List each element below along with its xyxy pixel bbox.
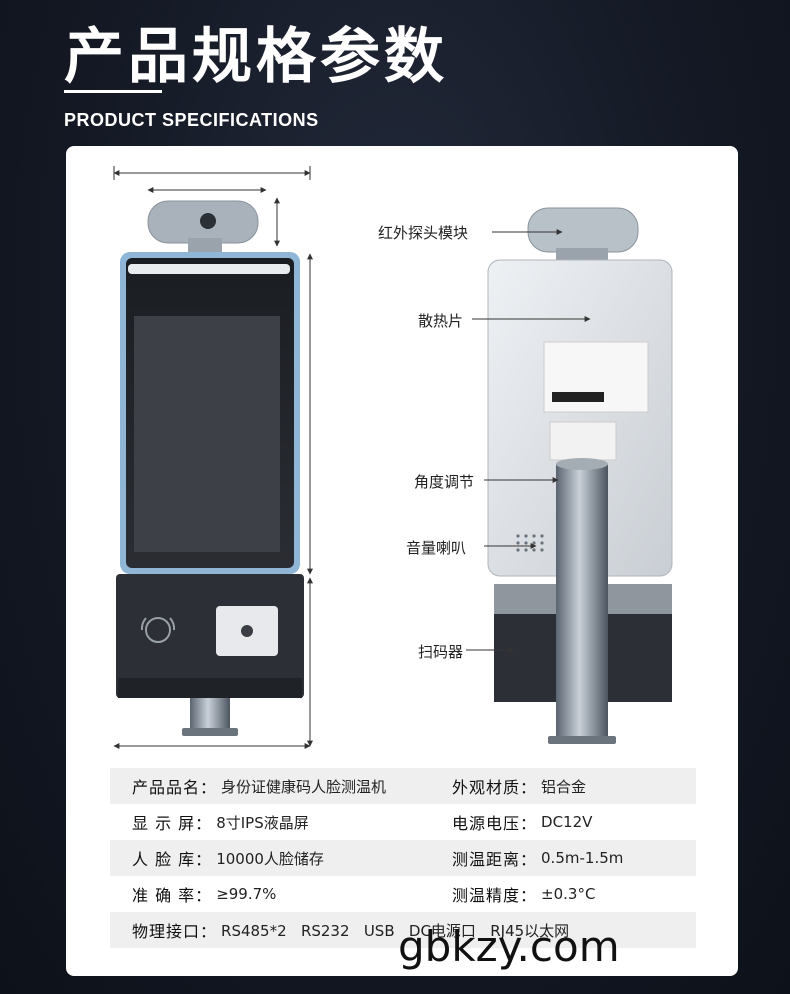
spec-card: 红外探头模块 散热片 角度调节 音量喇叭 扫码器 产品品名：身份证健康码人脸测温… xyxy=(66,146,738,976)
spec-label: 物理接口： xyxy=(132,922,218,941)
spec-value: 身份证健康码人脸测温机 xyxy=(221,777,387,796)
callout-ir-module: 红外探头模块 xyxy=(378,224,469,242)
spec-value: RS485*2 RS232 USB DC电源口 RJ45以太网 xyxy=(221,921,570,940)
spec-label: 准 确 率： xyxy=(132,886,213,905)
callout-arrows xyxy=(466,229,591,653)
back-device-illustration xyxy=(487,207,673,744)
spec-label: 外观材质： xyxy=(452,778,538,797)
spec-row: 显 示 屏：8寸IPS液晶屏 电源电压：DC12V xyxy=(110,804,696,840)
spec-value: 铝合金 xyxy=(541,777,587,796)
spec-row-interfaces: 物理接口：RS485*2 RS232 USB DC电源口 RJ45以太网 xyxy=(110,912,696,948)
spec-value: 10000人脸储存 xyxy=(216,849,324,868)
title-underline xyxy=(64,90,162,93)
spec-label: 测温精度： xyxy=(452,886,538,905)
spec-row: 准 确 率：≥99.7% 测温精度：±0.3°C xyxy=(110,876,696,912)
spec-value: DC12V xyxy=(541,813,593,831)
spec-value: 0.5m-1.5m xyxy=(541,849,624,867)
spec-row: 人 脸 库：10000人脸储存 测温距离：0.5m-1.5m xyxy=(110,840,696,876)
spec-label: 电源电压： xyxy=(452,814,538,833)
callout-angle-adjust: 角度调节 xyxy=(414,473,475,491)
spec-value: 8寸IPS液晶屏 xyxy=(216,813,309,832)
spec-row: 产品品名：身份证健康码人脸测温机 外观材质：铝合金 xyxy=(110,768,696,804)
page-title: 产品规格参数 xyxy=(64,22,448,92)
spec-table: 产品品名：身份证健康码人脸测温机 外观材质：铝合金 显 示 屏：8寸IPS液晶屏… xyxy=(110,768,696,948)
spec-label: 产品品名： xyxy=(132,778,218,797)
spec-label: 人 脸 库： xyxy=(132,850,213,869)
callout-speaker: 音量喇叭 xyxy=(406,539,467,557)
watermark: gbkzy.com xyxy=(398,922,620,971)
spec-value: ≥99.7% xyxy=(216,885,277,903)
callout-scanner: 扫码器 xyxy=(418,643,464,661)
spec-label: 显 示 屏： xyxy=(132,814,213,833)
page-subtitle: PRODUCT SPECIFICATIONS xyxy=(64,110,319,130)
dimension-lines xyxy=(113,166,313,749)
spec-label: 测温距离： xyxy=(452,850,538,869)
product-diagram xyxy=(113,166,673,749)
front-device-illustration xyxy=(116,200,304,736)
callout-heatsink: 散热片 xyxy=(418,312,464,330)
spec-value: ±0.3°C xyxy=(541,885,596,903)
